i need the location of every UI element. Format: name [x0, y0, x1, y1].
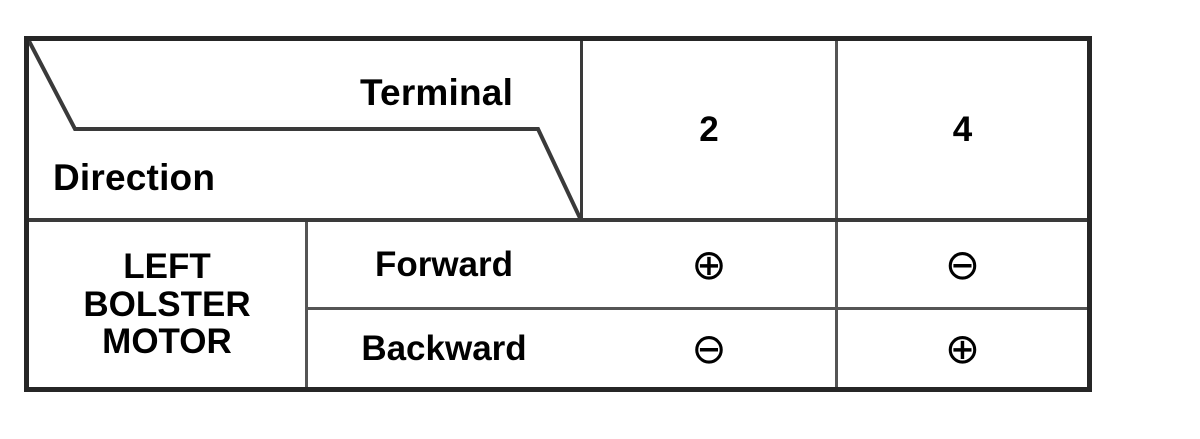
polarity-forward-terminal-4: ⊖ — [944, 239, 981, 289]
component-name-cell: LEFT BOLSTER MOTOR — [29, 222, 305, 387]
polarity-backward-terminal-4: ⊕ — [944, 323, 981, 373]
polarity-table: Terminal Direction 2 4 LEFT BOLSTER MOTO… — [24, 36, 1092, 392]
component-name-line-1: LEFT — [123, 246, 211, 286]
terminal-column-header-4: 4 — [952, 109, 973, 149]
direction-cell-forward: Forward — [374, 244, 514, 284]
forward-backward-rule — [305, 307, 1087, 310]
header-body-rule — [29, 218, 1087, 222]
direction-column-rule — [305, 218, 308, 387]
diagonal-divider-icon — [29, 41, 580, 218]
header-cell-right-rule — [580, 41, 583, 218]
direction-header-label: Direction — [53, 157, 216, 198]
terminal-column-header-2: 2 — [699, 109, 719, 149]
direction-cell-backward: Backward — [361, 328, 527, 368]
corner-header-cell: Terminal Direction — [29, 41, 580, 218]
terminal-header-label: Terminal — [360, 72, 514, 113]
terminal-column-rule — [835, 41, 838, 387]
polarity-forward-terminal-2: ⊕ — [691, 239, 727, 289]
polarity-backward-terminal-2: ⊖ — [691, 323, 727, 373]
component-name-line-2: BOLSTER — [83, 284, 251, 324]
component-name-line-3: MOTOR — [102, 322, 232, 362]
